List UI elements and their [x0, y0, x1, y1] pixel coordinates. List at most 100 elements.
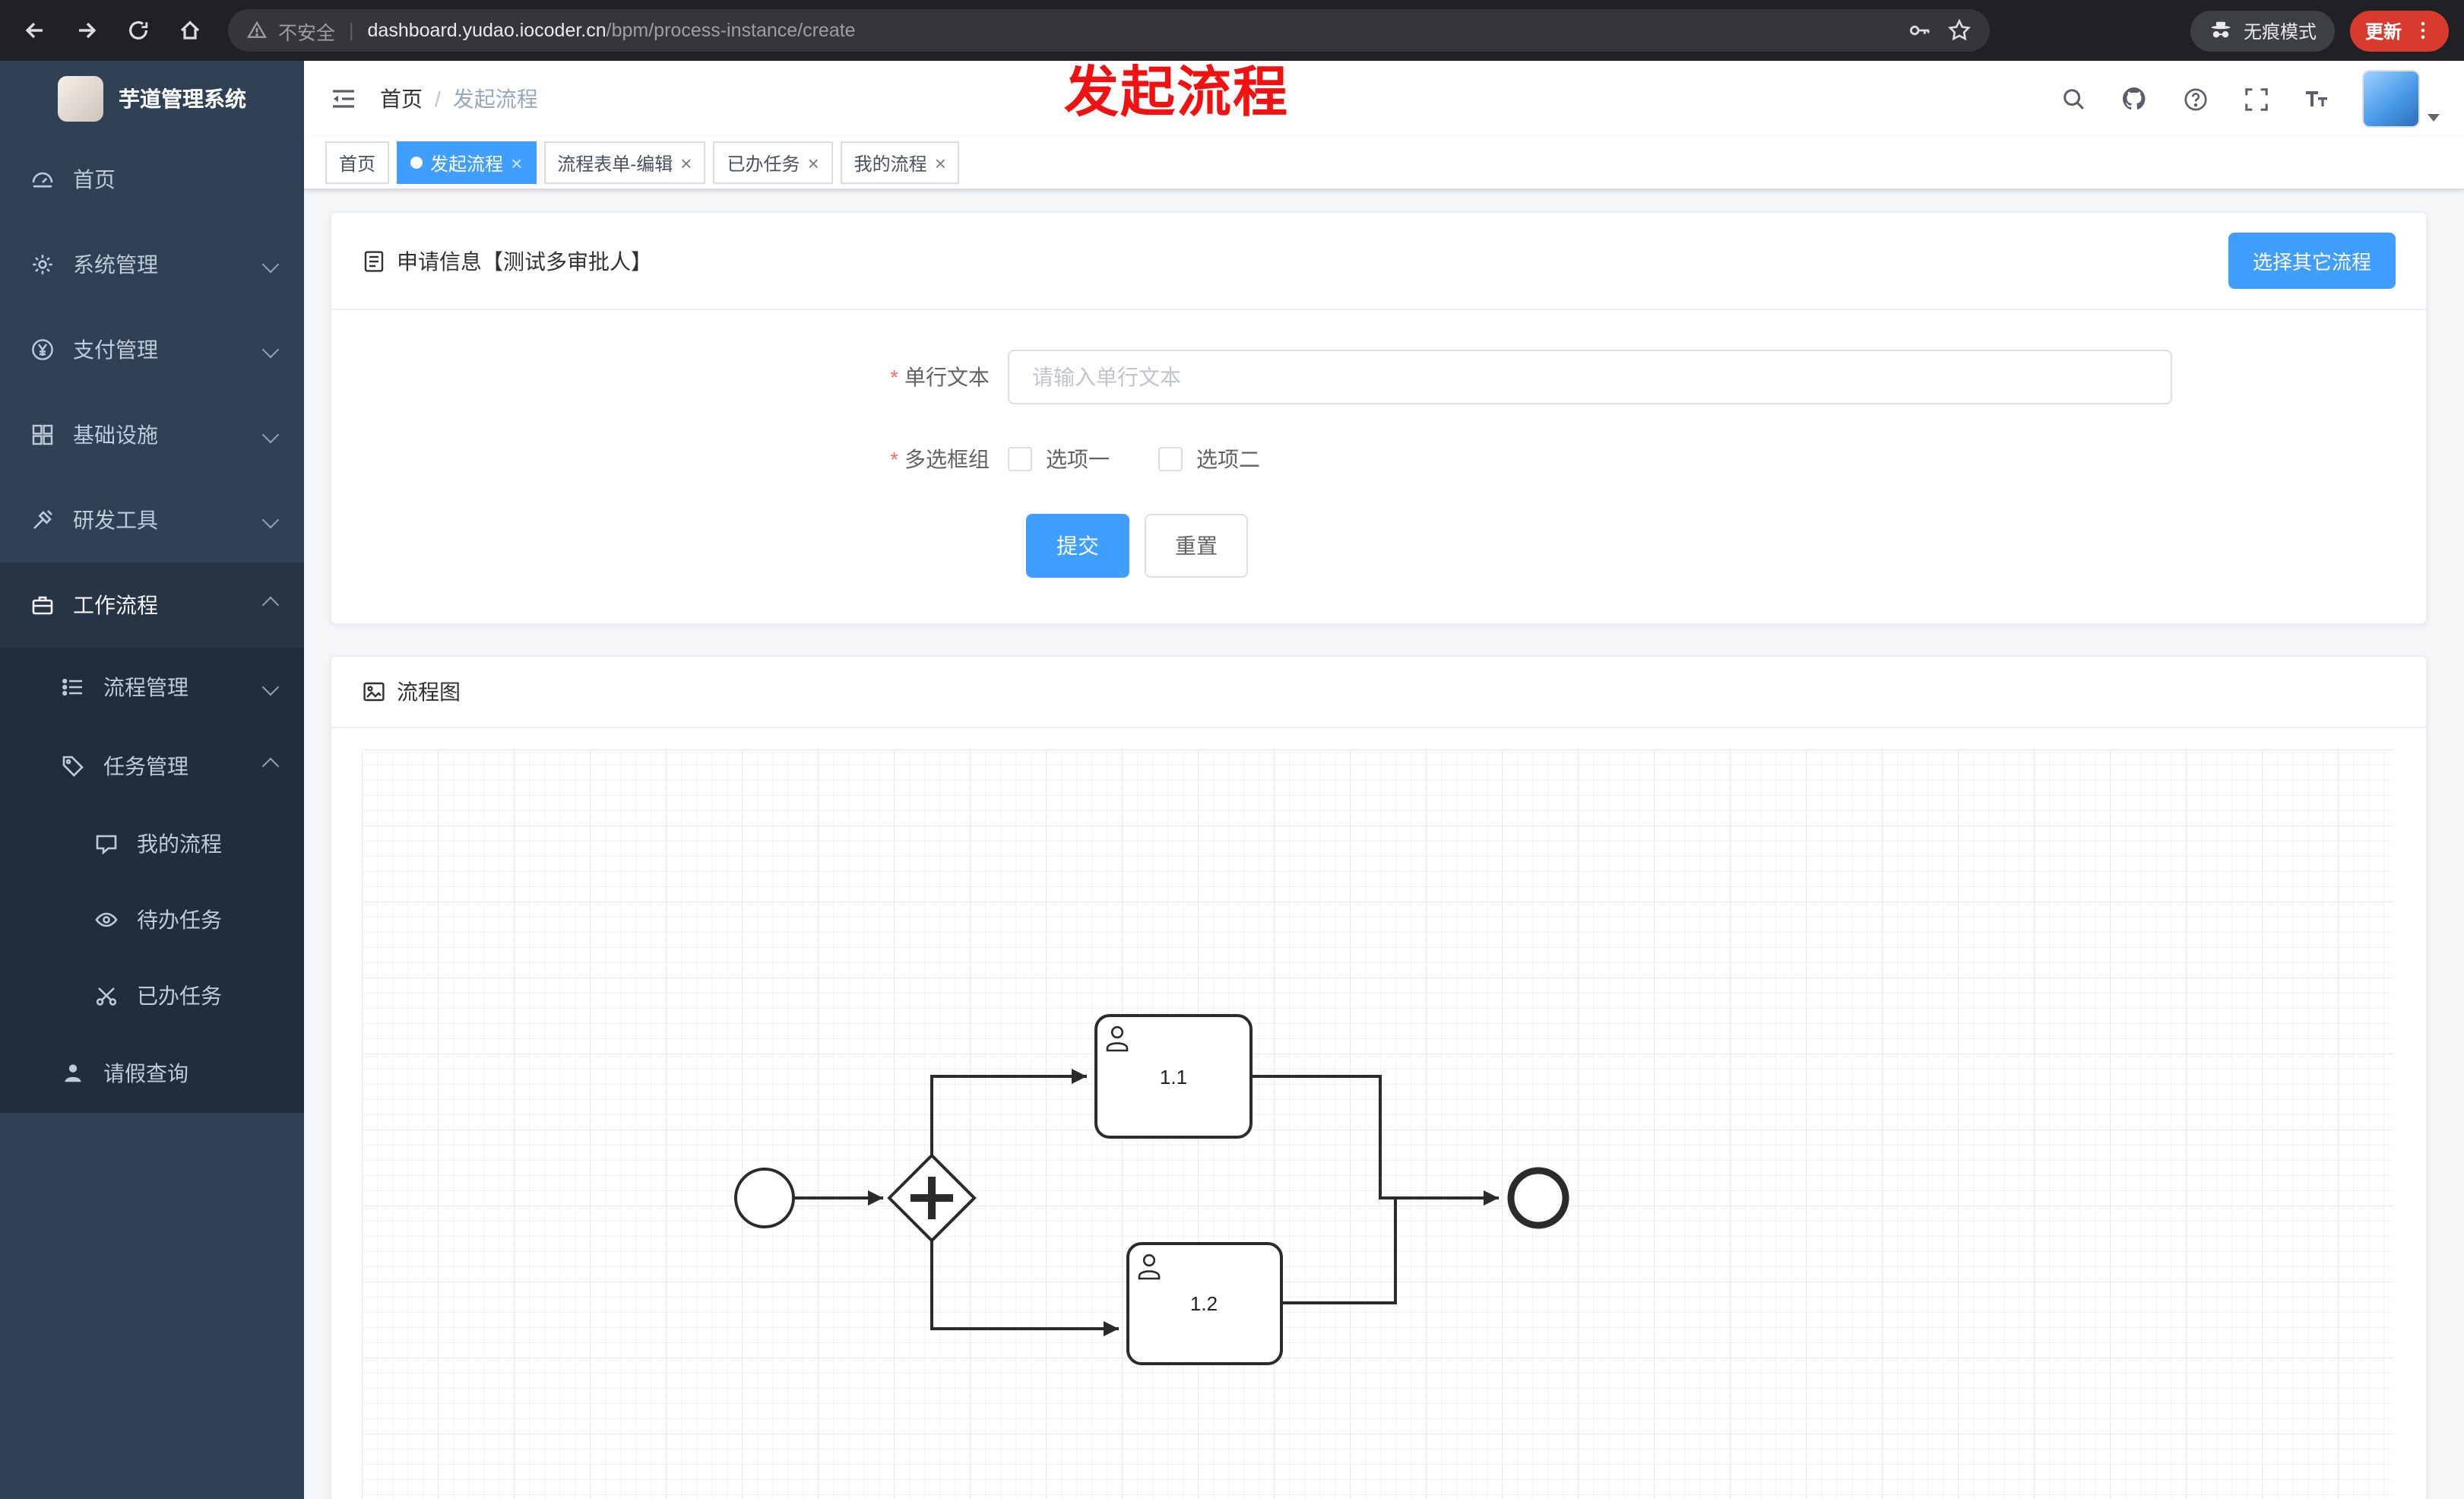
bpmn-end-event[interactable]	[1507, 1167, 1569, 1229]
sidebar-item-infrastructure[interactable]: 基础设施	[0, 392, 304, 477]
close-icon[interactable]: ×	[511, 151, 523, 174]
bpmn-user-task-1-1[interactable]: 1.1	[1094, 1014, 1253, 1139]
user-avatar	[2362, 70, 2420, 128]
bpmn-user-task-1-2[interactable]: 1.2	[1126, 1242, 1283, 1365]
application-info-header: 申请信息【测试多审批人】 选择其它流程	[331, 213, 2426, 310]
checkbox-icon[interactable]	[1008, 447, 1032, 471]
key-icon[interactable]	[1908, 18, 1932, 43]
close-icon[interactable]: ×	[807, 151, 819, 174]
plus-icon	[911, 1177, 953, 1219]
chat-bubble-icon	[96, 835, 117, 855]
checkbox-icon[interactable]	[1158, 447, 1183, 471]
task-tag-icon	[62, 756, 84, 777]
close-icon[interactable]: ×	[934, 151, 946, 174]
sidebar-item-home[interactable]: 首页	[0, 137, 304, 222]
github-icon[interactable]	[2119, 84, 2149, 114]
checkbox-option-1[interactable]: 选项一	[1008, 444, 1110, 474]
process-diagram-card: 流程图	[330, 655, 2428, 1499]
sidebar-item-todo-task[interactable]: 待办任务	[0, 882, 304, 958]
sidebar-item-dev-tools[interactable]: 研发工具	[0, 477, 304, 563]
close-icon[interactable]: ×	[680, 151, 692, 174]
reload-icon[interactable]	[119, 11, 158, 50]
person-icon	[65, 1064, 81, 1082]
breadcrumb-current: 发起流程	[452, 87, 538, 111]
sidebar-item-workflow[interactable]: 工作流程	[0, 563, 304, 648]
browser-update-button[interactable]: 更新	[2349, 10, 2449, 51]
breadcrumb-home[interactable]: 首页	[380, 87, 423, 111]
logo-avatar-image	[58, 76, 103, 122]
tab-label: 我的流程	[854, 153, 927, 174]
chevron-down-icon	[261, 341, 280, 359]
fullscreen-icon[interactable]	[2241, 84, 2271, 114]
tab-done-task[interactable]: 已办任务 ×	[713, 141, 833, 184]
task-label: 1.2	[1190, 1292, 1218, 1315]
app-header: 首页 / 发起流程	[304, 61, 2464, 137]
tab-label: 首页	[339, 153, 376, 174]
tab-label: 已办任务	[727, 153, 800, 174]
submit-button[interactable]: 提交	[1026, 514, 1129, 578]
search-icon[interactable]	[2058, 84, 2089, 114]
collapse-sidebar-icon[interactable]	[328, 84, 359, 114]
bpmn-canvas: 1.1 1.2	[362, 750, 2393, 1499]
sidebar-item-label: 已办任务	[137, 984, 222, 1008]
kebab-menu-icon[interactable]	[2412, 20, 2434, 41]
tab-home[interactable]: 首页	[325, 141, 390, 184]
user-menu[interactable]	[2362, 70, 2440, 128]
header-actions	[2058, 70, 2440, 128]
url-host: dashboard.yudao.iocoder.cn	[367, 20, 606, 41]
incognito-icon	[2211, 21, 2231, 38]
sidebar-item-payment-mgmt[interactable]: 支付管理	[0, 307, 304, 392]
active-dot	[410, 157, 423, 169]
tools-icon	[33, 510, 52, 529]
caret-down-icon	[2428, 114, 2440, 122]
omnibox-divider: |	[349, 20, 354, 41]
reset-button[interactable]: 重置	[1145, 514, 1248, 578]
tab-label: 流程表单-编辑	[557, 153, 673, 174]
tab-my-process[interactable]: 我的流程 ×	[840, 141, 960, 184]
gear-icon	[33, 255, 52, 274]
sequence-flows	[793, 1069, 1499, 1336]
task-label: 1.1	[1160, 1066, 1187, 1089]
bpmn-parallel-gateway[interactable]	[887, 1153, 977, 1243]
bpmn-grid	[362, 750, 2393, 1499]
app-logo[interactable]: 芋道管理系统	[0, 61, 304, 137]
address-bar[interactable]: 不安全 | dashboard.yudao.iocoder.cn/bpm/pro…	[228, 9, 1990, 52]
chevron-down-icon	[261, 678, 280, 696]
sidebar-item-task-mgmt[interactable]: 任务管理	[0, 727, 304, 806]
sidebar-item-leave-query[interactable]: 请假查询	[0, 1034, 304, 1113]
checkbox-option-2[interactable]: 选项二	[1158, 444, 1260, 474]
bpmn-start-event[interactable]	[734, 1168, 795, 1228]
forward-icon[interactable]	[67, 11, 106, 50]
form-icon	[364, 250, 384, 271]
flow-gateway-to-task-1-1	[930, 1069, 1087, 1155]
chevron-up-icon	[261, 596, 280, 614]
tab-form-edit[interactable]: 流程表单-编辑 ×	[543, 141, 706, 184]
sidebar-item-label: 支付管理	[73, 338, 158, 362]
sidebar-item-process-mgmt[interactable]: 流程管理	[0, 648, 304, 727]
sidebar-item-label: 首页	[73, 167, 116, 192]
bookmark-star-icon[interactable]	[1947, 18, 1972, 43]
sidebar-item-label: 研发工具	[73, 508, 158, 532]
eye-icon	[95, 912, 118, 927]
choose-other-process-button[interactable]: 选择其它流程	[2228, 233, 2396, 289]
card-title: 申请信息【测试多审批人】	[397, 249, 652, 273]
sidebar-item-system-mgmt[interactable]: 系统管理	[0, 222, 304, 307]
back-icon[interactable]	[15, 11, 55, 50]
sidebar-item-done-task[interactable]: 已办任务	[0, 958, 304, 1034]
sidebar-item-label: 我的流程	[137, 832, 222, 856]
flow-gateway-to-task-1-2	[930, 1238, 1119, 1336]
process-diagram-header: 流程图	[331, 657, 2426, 728]
font-size-icon[interactable]	[2301, 84, 2332, 114]
browser-right-controls: 无痕模式 更新	[2190, 10, 2449, 51]
tab-initiate-process[interactable]: 发起流程 ×	[397, 141, 537, 184]
sidebar-item-my-process[interactable]: 我的流程	[0, 806, 304, 882]
process-form: 单行文本 多选框组 选项一 选项二	[331, 310, 2426, 623]
browser-chrome: 不安全 | dashboard.yudao.iocoder.cn/bpm/pro…	[0, 0, 2464, 61]
chevron-down-icon	[261, 426, 280, 444]
help-icon[interactable]	[2180, 84, 2210, 114]
single-line-text-input[interactable]	[1008, 350, 2172, 404]
home-icon[interactable]	[170, 11, 210, 50]
workflow-icon	[32, 596, 53, 615]
update-label: 更新	[2364, 21, 2402, 42]
